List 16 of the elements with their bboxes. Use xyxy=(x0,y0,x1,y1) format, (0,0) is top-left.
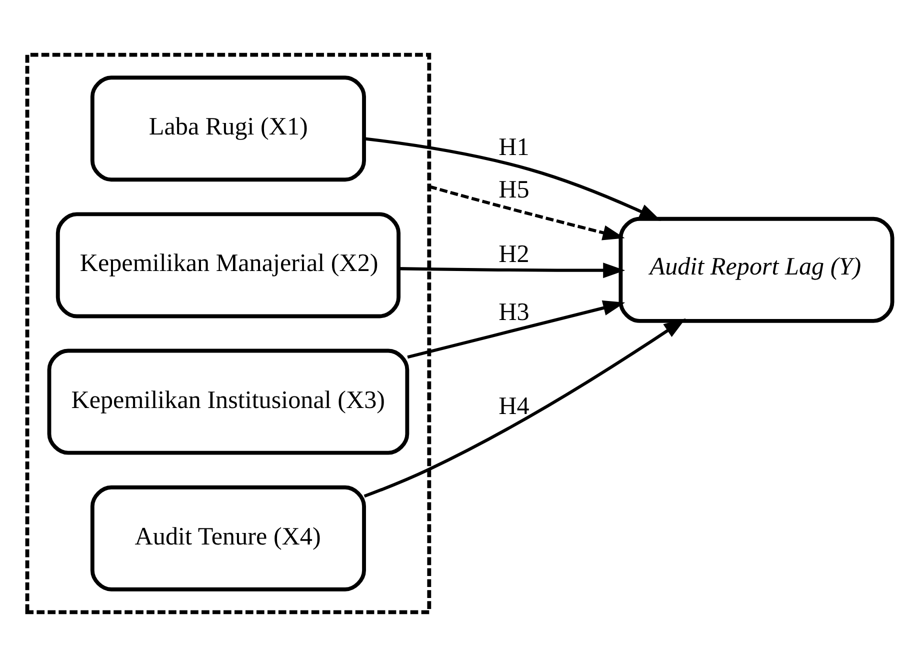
arrow xyxy=(398,262,626,278)
node-box: Audit Tenure (X4) xyxy=(90,484,366,591)
node-box: Kepemilikan Manajerial (X2) xyxy=(56,212,401,318)
cluster xyxy=(25,52,432,614)
arrow xyxy=(407,300,626,358)
edge-label: H2 xyxy=(498,240,530,268)
edge-label: H3 xyxy=(498,298,530,326)
edge-label: H1 xyxy=(498,134,530,160)
node-box: Kepemilikan Institusional (X3) xyxy=(47,348,410,454)
node-box: Laba Rugi (X1) xyxy=(90,75,366,182)
edge-label: H4 xyxy=(498,392,530,420)
edge-label: H5 xyxy=(498,176,530,203)
arrow xyxy=(364,136,662,220)
arrow xyxy=(428,184,625,240)
arrow xyxy=(364,318,686,498)
node-box: Audit Report Lag (Y) xyxy=(618,216,894,322)
